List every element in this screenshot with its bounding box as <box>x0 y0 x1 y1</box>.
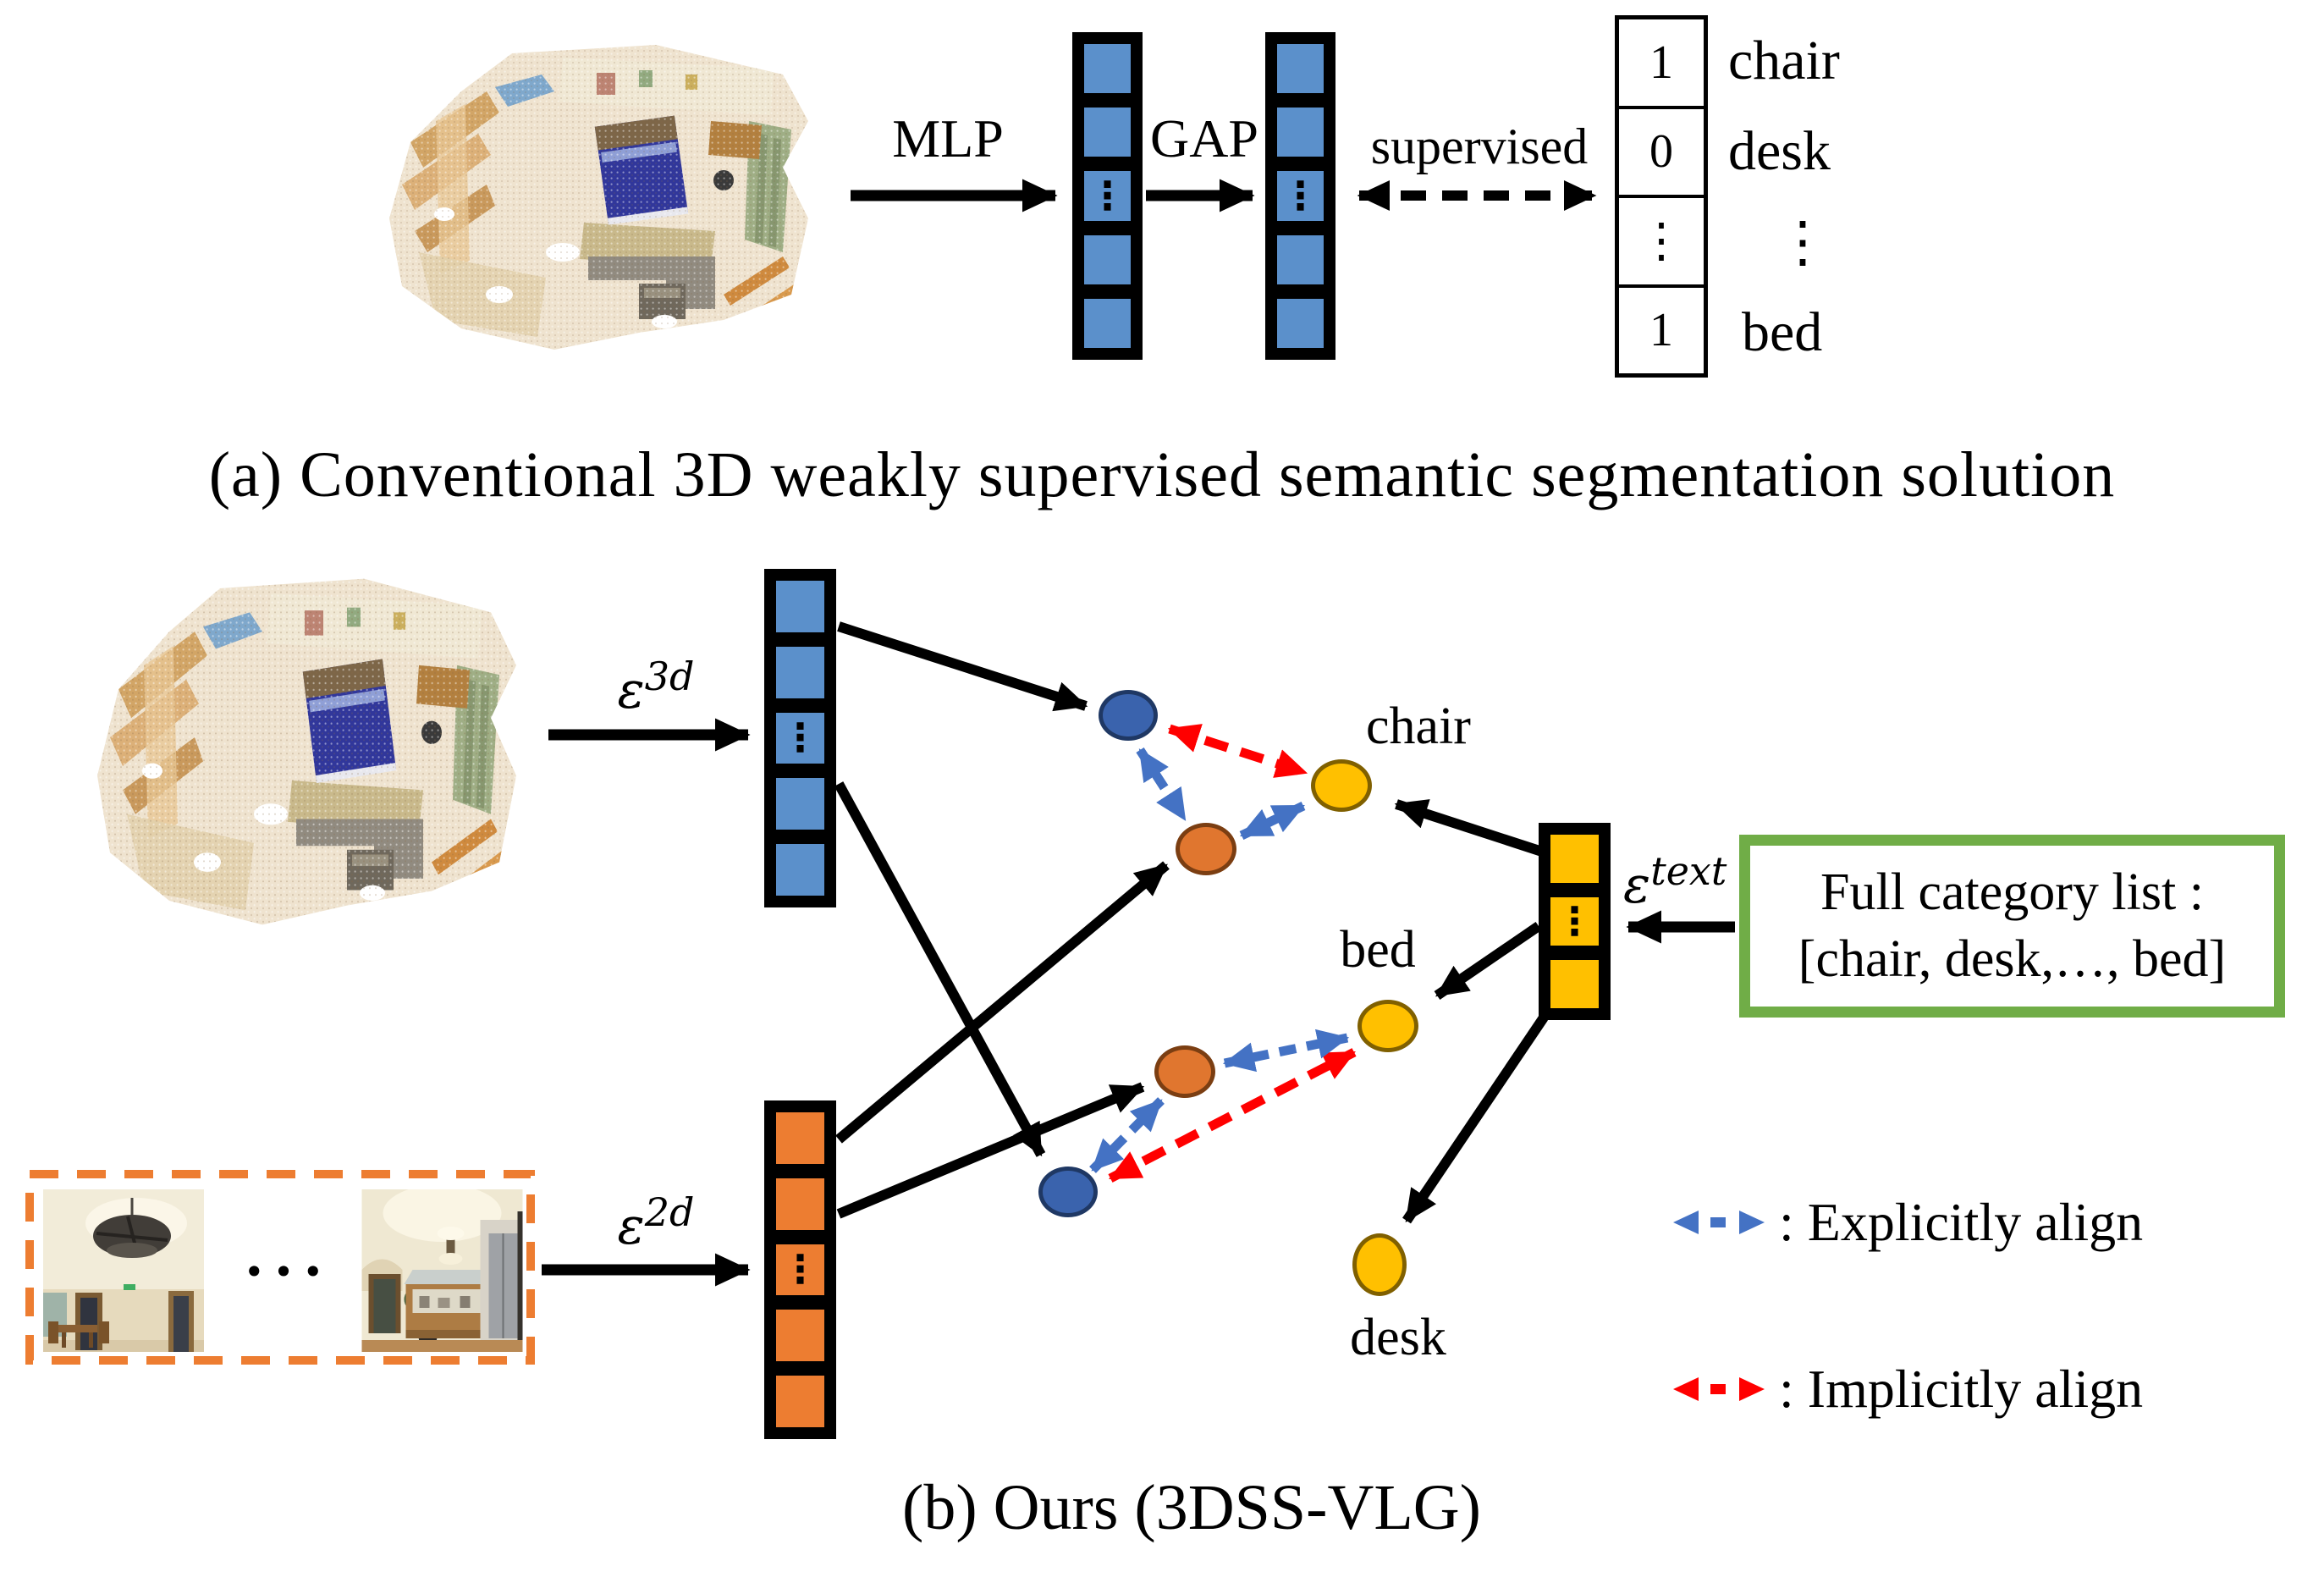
category-box-line1: Full category list : <box>1820 863 2204 921</box>
epsilon-sup: text <box>1650 848 1727 894</box>
feature-cell <box>1084 108 1131 157</box>
epsilon-sup: 2d <box>644 1189 695 1235</box>
encoder-2d-label: ε2d <box>592 1192 719 1254</box>
arrow-explicit-blue2-orange2 <box>1089 1097 1165 1173</box>
feature-column-a1: ⋮ <box>1072 32 1143 360</box>
feature-cell <box>776 1178 824 1230</box>
arrow-3dcol-to-bed-embed <box>834 781 1046 1157</box>
ellipsis-dots: ⋮ <box>1280 172 1320 218</box>
explicit-align-arrow-icon <box>1673 1211 1765 1234</box>
ellipsis-dots: ⋮ <box>780 714 820 761</box>
epsilon-symbol: ε <box>617 661 645 720</box>
feature-cell <box>776 1376 824 1427</box>
feature-cell <box>1084 44 1131 94</box>
embedding-3d-circle-bed <box>1038 1167 1098 1217</box>
supervised-label: supervised <box>1370 119 1589 174</box>
onehot-value: 1 <box>1619 19 1704 109</box>
feature-cell <box>776 646 824 698</box>
feature-cell <box>1277 44 1324 94</box>
circle-label-bed: bed <box>1340 921 1416 979</box>
point-cloud-scene-a <box>385 41 817 354</box>
class-label-ellipsis: ⋮ <box>1775 211 1831 273</box>
class-label-desk: desk <box>1728 119 1831 182</box>
feature-cell <box>776 1310 824 1362</box>
feature-cell <box>1550 835 1599 883</box>
ellipsis-dots: ⋮ <box>780 1246 820 1293</box>
epsilon-symbol: ε <box>617 1197 645 1256</box>
feature-cell <box>1084 234 1131 284</box>
feature-cell: ⋮ <box>776 1244 824 1296</box>
legend-implicit-label: : Implicitly align <box>1779 1359 2144 1419</box>
arrow-textcol-to-bed <box>1434 922 1542 1000</box>
feature-column-text: ⋮ <box>1539 823 1611 1020</box>
arrow-3dcol-to-chair-embed <box>837 621 1088 712</box>
feature-cell: ⋮ <box>1550 897 1599 946</box>
point-cloud-scene-b <box>93 574 525 929</box>
arrow-explicit-orange1-chair <box>1239 802 1306 840</box>
epsilon-sup: 3d <box>644 654 695 699</box>
feature-cell: ⋮ <box>776 712 824 764</box>
caption-b: (b) Ours (3DSS-VLG) <box>902 1472 1481 1543</box>
onehot-label-table: 1 0 ⋮ 1 <box>1615 15 1708 378</box>
arrow-implicit-chair <box>1167 724 1308 778</box>
mlp-label: MLP <box>892 108 1004 168</box>
arrow-textcol-to-chair <box>1394 799 1544 857</box>
embedding-text-circle-desk <box>1352 1233 1407 1296</box>
embedding-text-circle-bed <box>1358 1000 1418 1052</box>
implicit-align-arrow-icon <box>1673 1377 1765 1401</box>
embedding-2d-circle-chair <box>1176 823 1236 875</box>
caption-a: (a) Conventional 3D weakly supervised se… <box>208 439 2116 510</box>
feature-cell <box>1277 108 1324 157</box>
encoder-text-label: εtext <box>1623 851 1759 913</box>
feature-cell <box>776 581 824 632</box>
feature-cell <box>776 844 824 896</box>
ellipsis-dots: ⋮ <box>1088 172 1127 218</box>
arrow-2dcol-to-chair-embed <box>835 861 1170 1144</box>
feature-cell <box>776 1112 824 1164</box>
class-label-bed: bed <box>1742 301 1823 363</box>
images-box-border <box>25 1170 535 1365</box>
onehot-value: ⋮ <box>1619 198 1704 288</box>
photo-room-view-2 <box>361 1189 523 1352</box>
category-box-line2: [chair, desk,…, bed] <box>1798 930 2227 988</box>
onehot-value: 1 <box>1649 304 1673 357</box>
embedding-text-circle-chair <box>1311 759 1372 812</box>
feature-cell <box>1550 960 1599 1008</box>
arrow-implicit-bed <box>1108 1048 1357 1183</box>
arrow-explicit-orange2-bed <box>1222 1029 1350 1073</box>
circle-label-chair: chair <box>1366 698 1471 755</box>
feature-column-2d: ⋮ <box>764 1100 836 1439</box>
feature-cell <box>1277 234 1324 284</box>
onehot-value: 0 <box>1619 109 1704 198</box>
arrow-explicit-blue1-orange1 <box>1136 747 1189 822</box>
photo-room-view-1 <box>43 1189 204 1352</box>
legend-explicit-label: : Explicitly align <box>1779 1192 2144 1252</box>
class-label-chair: chair <box>1728 29 1840 91</box>
arrow-textcol-to-desk <box>1402 1014 1548 1224</box>
embedding-2d-circle-bed <box>1154 1045 1215 1098</box>
feature-cell <box>1277 298 1324 349</box>
onehot-class-labels: chair desk ⋮ bed <box>1728 15 1948 378</box>
feature-cell: ⋮ <box>1084 171 1131 221</box>
feature-cell <box>776 778 824 830</box>
full-category-list-box: Full category list : [chair, desk,…, bed… <box>1739 835 2285 1018</box>
feature-column-3d: ⋮ <box>764 569 836 907</box>
feature-cell <box>1084 298 1131 349</box>
images-ellipsis: ••• <box>243 1251 333 1293</box>
circle-label-desk: desk <box>1350 1309 1446 1366</box>
embedding-3d-circle-chair <box>1099 690 1158 741</box>
epsilon-symbol: ε <box>1623 856 1651 915</box>
feature-column-a2: ⋮ <box>1265 32 1335 360</box>
gap-label: GAP <box>1149 108 1259 168</box>
encoder-3d-label: ε3d <box>592 656 719 718</box>
ellipsis-dots: ⋮ <box>1555 897 1594 944</box>
feature-cell: ⋮ <box>1277 171 1324 221</box>
